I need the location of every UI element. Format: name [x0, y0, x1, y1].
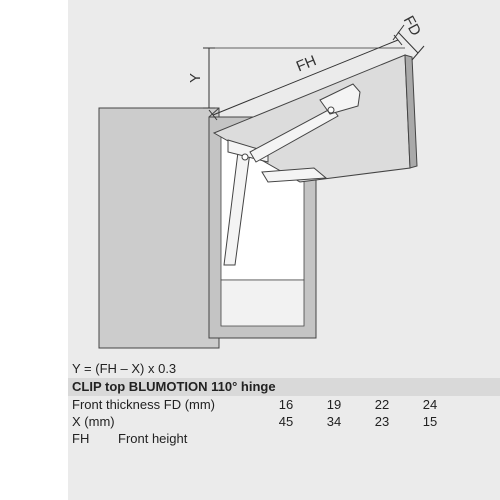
table-cell: 34: [326, 414, 342, 429]
hinge-title: CLIP top BLUMOTION 110° hinge: [68, 378, 500, 396]
cabinet-bottom: [220, 279, 305, 327]
door-hinge-lower: [261, 167, 328, 183]
dim-fd-line: [397, 31, 419, 54]
legend-text: Front height: [118, 431, 188, 446]
table-cell: 16: [278, 397, 294, 412]
dim-y-label: Y: [187, 73, 204, 83]
specifications: Y = (FH – X) x 0.3 CLIP top BLUMOTION 11…: [68, 360, 500, 448]
row-label: Front thickness FD (mm): [72, 397, 216, 412]
legend: FH Front height: [68, 430, 500, 448]
table-row: X (mm) 45 34 23 15: [68, 413, 500, 430]
formula-text: Y = (FH – X) x 0.3: [72, 361, 177, 376]
table-cell: 45: [278, 414, 294, 429]
dim-fh-label: FH: [294, 52, 319, 75]
dim-fh-line: [212, 39, 399, 116]
row-label: X (mm): [72, 414, 115, 429]
figure-panel: Y FH FD Y = (FH – X) x 0.3 CLIP top BLUM…: [68, 0, 500, 500]
table-cell: 23: [374, 414, 390, 429]
table-cell: 19: [326, 397, 342, 412]
table-cell: 15: [422, 414, 438, 429]
table-cell: 24: [422, 397, 438, 412]
legend-abbr: FH: [72, 431, 90, 446]
dim-fd-label: FD: [400, 13, 424, 39]
table-row: Front thickness FD (mm) 16 19 22 24: [68, 396, 500, 413]
door-edge: [404, 54, 418, 169]
door-arm: [249, 107, 339, 163]
lift-diagram: Y FH FD: [98, 13, 425, 349]
cabinet-side: [98, 107, 220, 349]
table-cell: 22: [374, 397, 390, 412]
